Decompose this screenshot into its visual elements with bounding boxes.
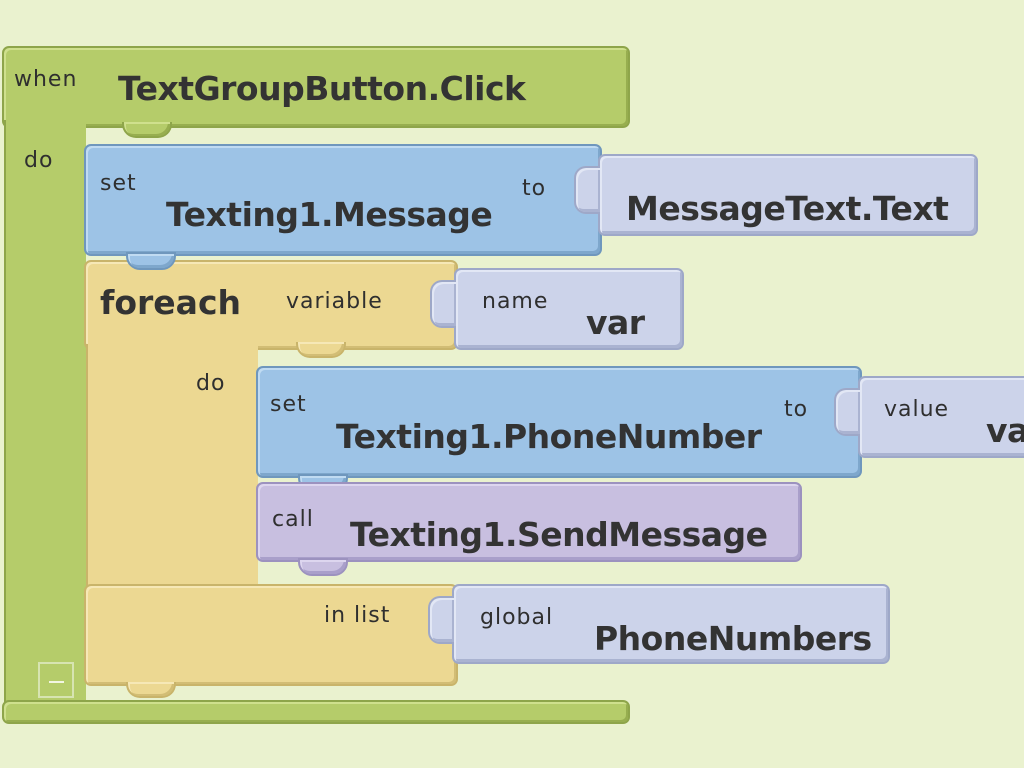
value-getter-plug [834, 388, 860, 436]
event-block-header[interactable] [2, 46, 630, 128]
set-message-property: Texting1.Message [166, 195, 493, 234]
event-block-spine[interactable] [4, 120, 86, 710]
event-block-footer[interactable] [2, 700, 630, 724]
set-message-to-label: to [522, 176, 547, 201]
variable-label: variable [286, 289, 383, 314]
do-label: do [24, 148, 54, 173]
when-label: when [14, 67, 78, 92]
set-phone-set-label: set [270, 392, 307, 417]
name-label: name [482, 289, 549, 314]
value-name: var [986, 411, 1024, 450]
global-list-getter[interactable] [452, 584, 890, 664]
foreach-bottom-notch [126, 682, 176, 698]
in-list-label: in list [324, 603, 391, 628]
global-label: global [480, 605, 554, 630]
foreach-label: foreach [100, 283, 242, 322]
minus-icon [49, 681, 64, 683]
set-phone-property: Texting1.PhoneNumber [336, 417, 762, 456]
name-value: var [586, 303, 645, 342]
call-send-message-block[interactable] [256, 482, 802, 562]
foreach-block-header[interactable] [84, 260, 458, 350]
set-phone-block[interactable] [256, 366, 862, 478]
global-list-name: PhoneNumbers [594, 619, 872, 658]
foreach-block-footer[interactable] [84, 584, 458, 686]
set-message-set-label: set [100, 171, 137, 196]
variable-name-plug [430, 280, 456, 328]
message-text-getter[interactable] [598, 154, 978, 236]
foreach-do-label: do [196, 371, 226, 396]
value-getter-block[interactable] [858, 376, 1024, 458]
message-text-plug [574, 166, 600, 214]
set-phone-to-label: to [784, 397, 809, 422]
message-text-value: MessageText.Text [626, 189, 949, 228]
call-block-notch [298, 558, 348, 576]
set-message-notch [126, 252, 176, 270]
global-list-plug [428, 596, 454, 644]
set-message-block[interactable] [84, 144, 602, 256]
call-method: Texting1.SendMessage [350, 515, 768, 554]
value-label: value [884, 397, 950, 422]
event-name: TextGroupButton.Click [118, 69, 526, 108]
foreach-block-spine[interactable] [86, 344, 258, 590]
call-label: call [272, 507, 314, 532]
collapse-button[interactable] [38, 662, 74, 698]
foreach-block-notch [296, 342, 346, 358]
event-block-notch [122, 122, 172, 138]
